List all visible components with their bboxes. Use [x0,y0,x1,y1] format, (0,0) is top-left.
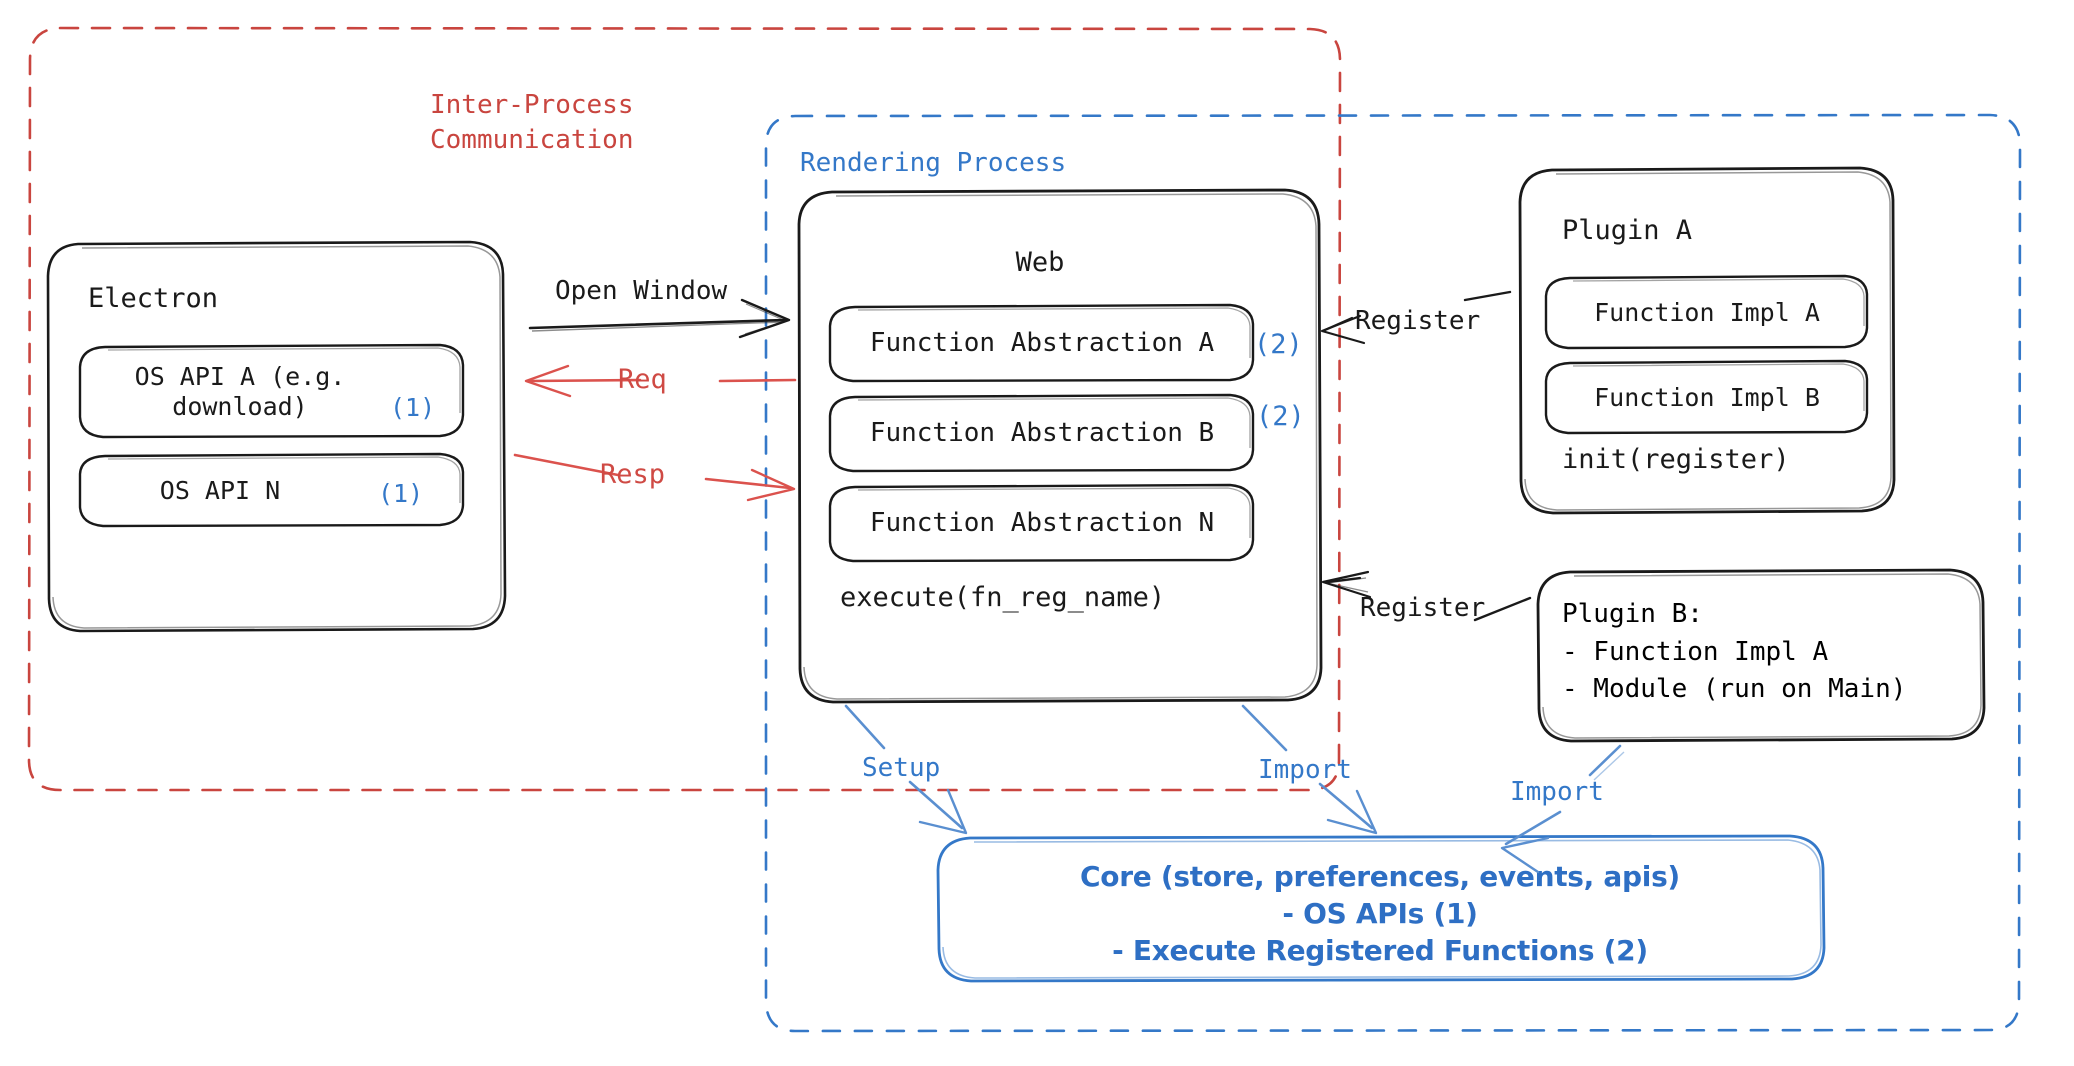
edge-label-resp: Resp [600,459,666,490]
edge-label-req: Req [618,364,667,395]
function-impl-b-label: Function Impl B [1594,382,1820,412]
plugin-a-title: Plugin A [1562,215,1693,246]
rendering-region-label: Rendering Process [800,148,1067,178]
function-abstraction-n-label: Function Abstraction N [869,508,1215,539]
web-title: Web [1015,246,1065,278]
edge-label-register-plugin-a: Register [1355,306,1481,336]
electron-title: Electron [88,283,219,314]
function-abstraction-a-marker: (2) [1254,329,1303,360]
plugin-b-label: Plugin B: - Function Impl A - Module (ru… [1562,599,1907,705]
function-abstraction-a-label: Function Abstraction A [869,328,1215,359]
edge-label-open-window: Open Window [555,276,728,306]
os-api-a-label: OS API A (e.g. download) [134,361,346,422]
edge-label-import-plugin-b: Import [1510,777,1604,807]
plugin-a-init-label: init(register) [1562,444,1790,475]
ipc-region-label: Inter-Process Communication [430,90,634,156]
edge-label-register-plugin-b: Register [1360,593,1486,623]
edge-import-plugin-b [1500,744,1625,874]
function-impl-a-label: Function Impl A [1594,297,1820,327]
os-api-n-marker: (1) [378,479,424,508]
os-api-a-marker: (1) [390,393,436,422]
edge-label-import-web: Import [1258,755,1352,785]
function-abstraction-b-marker: (2) [1256,401,1305,432]
edge-label-setup: Setup [862,753,941,783]
function-abstraction-b-label: Function Abstraction B [869,418,1215,449]
core-label: Core (store, preferences, events, apis) … [1080,860,1680,968]
os-api-n-label: OS API N [159,475,281,505]
web-execute-label: execute(fn_reg_name) [840,582,1166,613]
